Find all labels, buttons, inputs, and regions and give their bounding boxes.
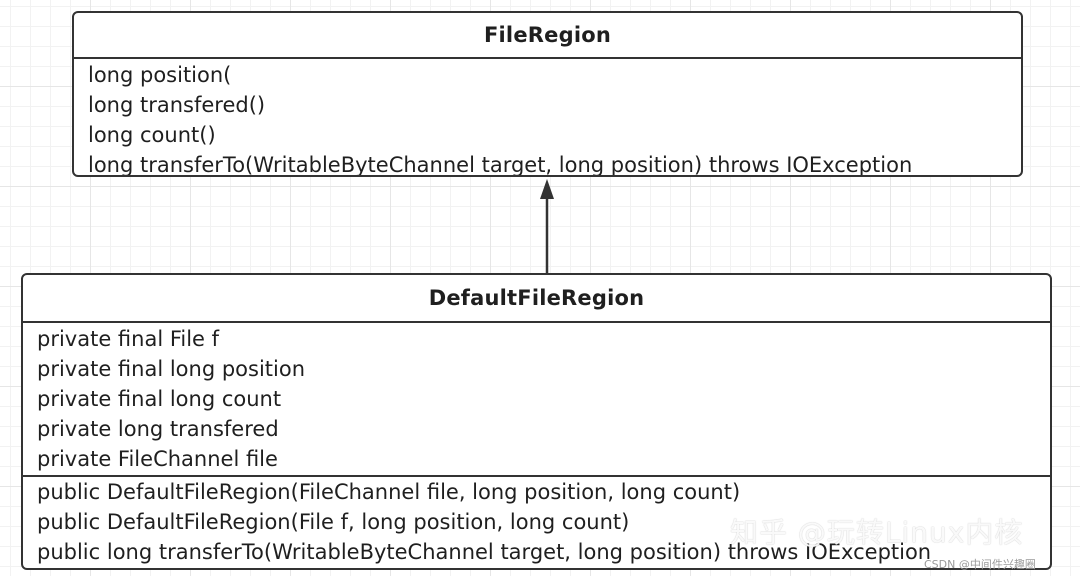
field-row: private final File f: [37, 327, 220, 351]
zhihu-watermark: 知乎 @玩转Linux内核: [730, 516, 1024, 549]
method-row: public DefaultFileRegion(File f, long po…: [37, 510, 630, 534]
field-row: private final long count: [37, 387, 282, 411]
defaultfileregion-methods: public DefaultFileRegion(FileChannel fil…: [23, 477, 1050, 567]
fileregion-methods: long position( long transfered() long co…: [74, 59, 1021, 177]
method-row: long transferTo(WritableByteChannel targ…: [88, 153, 913, 177]
method-row: long position(: [88, 63, 232, 87]
field-row: private final long position: [37, 357, 306, 381]
defaultfileregion-fields: private final File f private final long …: [23, 323, 1050, 477]
method-row: long count(): [88, 123, 216, 147]
csdn-watermark: CSDN @中间件兴趣圈: [924, 558, 1036, 571]
method-row: public long transferTo(WritableByteChann…: [37, 540, 932, 564]
field-row: private long transfered: [37, 417, 279, 441]
method-row: public DefaultFileRegion(FileChannel fil…: [37, 480, 741, 504]
fileregion-class-name: FileRegion: [74, 13, 1021, 59]
defaultfileregion-class-box[interactable]: DefaultFileRegion private final File f p…: [21, 273, 1052, 570]
inheritance-arrowhead: [540, 179, 554, 199]
defaultfileregion-class-name: DefaultFileRegion: [23, 275, 1050, 323]
field-row: private FileChannel file: [37, 447, 278, 471]
method-row: long transfered(): [88, 93, 266, 117]
fileregion-class-box[interactable]: FileRegion long position( long transfere…: [72, 11, 1023, 177]
